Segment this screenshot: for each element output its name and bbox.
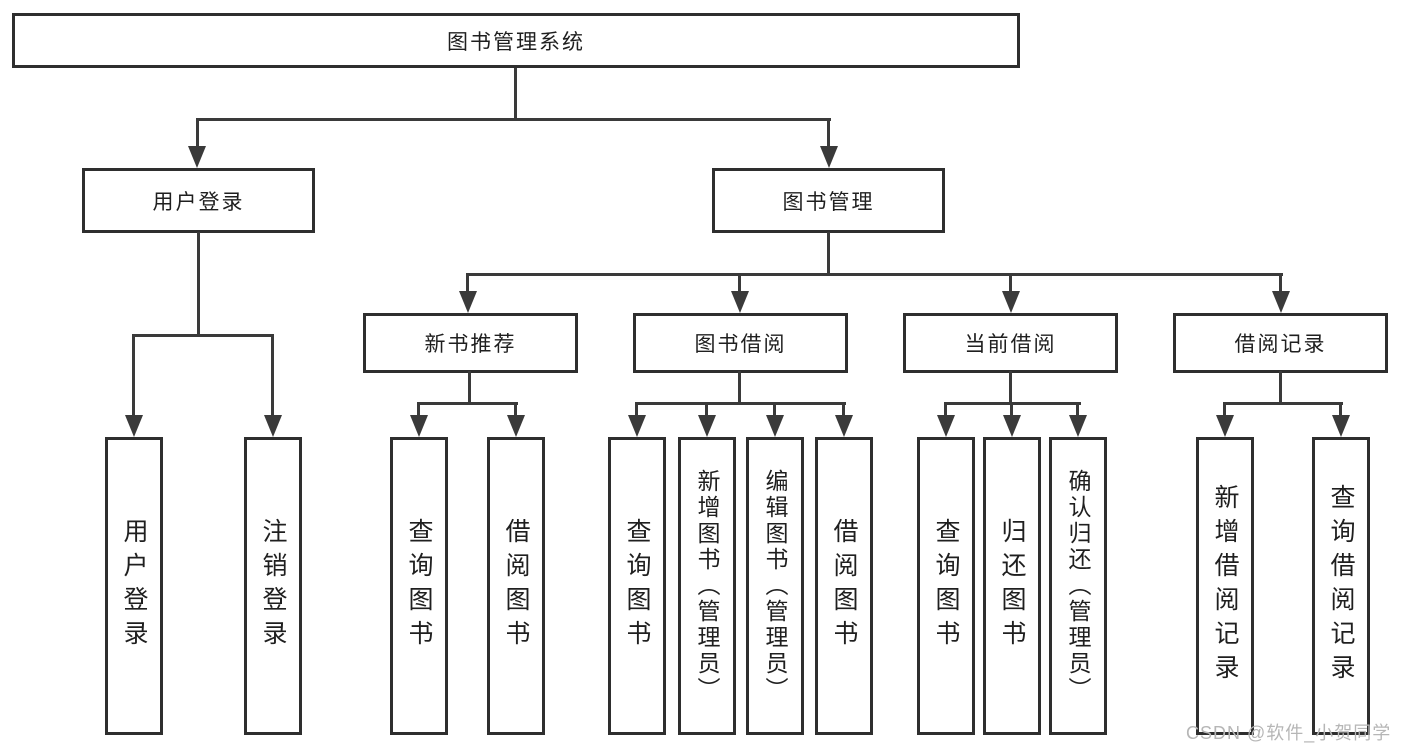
connector-user-login-stem [197,232,200,336]
node-borrow-records: 借阅记录 [1173,313,1388,373]
connector-drop [944,402,947,417]
arrow-down-icon [766,415,784,437]
connector-drop [773,402,776,417]
leaf-logout: 注销登录 [244,437,302,735]
arrow-down-icon [125,415,143,437]
arrow-down-icon [820,146,838,168]
connector-root-bar [196,118,831,121]
arrow-down-icon [507,415,525,437]
arrow-down-icon [698,415,716,437]
arrow-down-icon [459,291,477,313]
leaf-recommend-query-books: 查询图书 [390,437,448,735]
connector-user-login-bar [132,334,274,337]
node-new-book-recommend: 新书推荐 [363,313,578,373]
connector-drop [1010,402,1013,417]
connector-borrow-stem [738,371,741,404]
connector-drop-current [1009,273,1012,293]
arrow-down-icon [264,415,282,437]
leaf-borrow-query-books: 查询图书 [608,437,666,735]
node-current-borrow: 当前借阅 [903,313,1118,373]
connector-drop [1076,402,1079,417]
leaf-recommend-borrow-books: 借阅图书 [487,437,545,735]
arrow-down-icon [1003,415,1021,437]
connector-drop [635,402,638,417]
csdn-watermark: CSDN @软件_小贺同学 [1186,723,1392,743]
connector-book-mgmt-bar [466,273,1283,276]
arrow-down-icon [1332,415,1350,437]
leaf-borrow-books: 借阅图书 [815,437,873,735]
arrow-down-icon [937,415,955,437]
leaf-edit-books-admin: 编辑图书（管理员） [746,437,804,735]
node-book-borrow: 图书借阅 [633,313,848,373]
connector-drop-borrow [738,273,741,293]
arrow-down-icon [1272,291,1290,313]
leaf-user-login: 用户登录 [105,437,163,735]
connector-records-bar [1223,402,1343,405]
connector-drop-recommend [466,273,469,293]
arrow-down-icon [1069,415,1087,437]
connector-drop-leaf-logout [271,334,274,417]
leaf-add-books-admin: 新增图书（管理员） [678,437,736,735]
arrow-down-icon [1002,291,1020,313]
connector-drop [842,402,845,417]
connector-book-mgmt-stem [827,232,830,275]
leaf-query-borrow-record: 查询借阅记录 [1312,437,1370,735]
connector-drop [1223,402,1226,417]
leaf-confirm-return-admin: 确认归还（管理员） [1049,437,1107,735]
leaf-current-query-books: 查询图书 [917,437,975,735]
connector-drop [514,402,517,417]
leaf-return-books: 归还图书 [983,437,1041,735]
connector-recommend-stem [468,371,471,404]
connector-drop-records [1279,273,1282,293]
arrow-down-icon [731,291,749,313]
connector-current-stem [1009,371,1012,404]
connector-borrow-bar [635,402,846,405]
connector-records-stem [1279,371,1282,404]
node-book-management: 图书管理 [712,168,945,233]
connector-drop [705,402,708,417]
connector-drop [417,402,420,417]
connector-root-stem [514,68,517,120]
node-user-login: 用户登录 [82,168,315,233]
connector-drop [1339,402,1342,417]
leaf-add-borrow-record: 新增借阅记录 [1196,437,1254,735]
connector-drop-leaf-login [132,334,135,417]
arrow-down-icon [835,415,853,437]
connector-recommend-bar [417,402,518,405]
arrow-down-icon [1216,415,1234,437]
arrow-down-icon [188,146,206,168]
connector-drop-book-management [827,118,830,148]
arrow-down-icon [410,415,428,437]
connector-drop-user-login [196,118,199,148]
arrow-down-icon [628,415,646,437]
node-root: 图书管理系统 [12,13,1020,68]
